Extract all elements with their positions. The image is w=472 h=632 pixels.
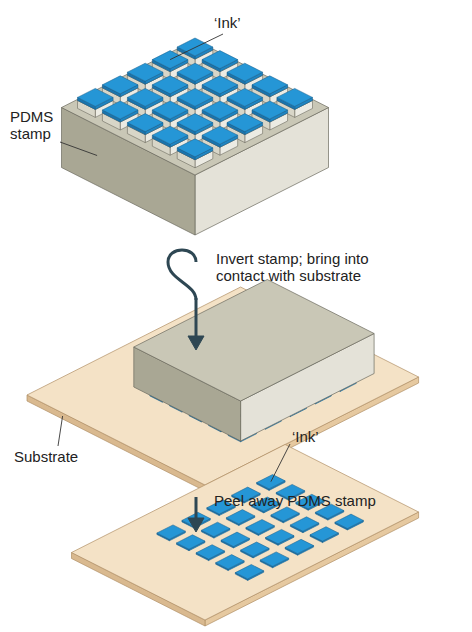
ink-pattern-top-face [290,517,319,531]
ink-pattern-top-face [257,475,286,489]
ink-layer-top-face [177,63,213,81]
ink-layer-top-face [277,88,313,106]
ink-layer-top-face [177,114,213,132]
arrow-shaft [195,298,198,338]
pdms-stamp-top-face [62,40,329,175]
leader-line [60,142,97,156]
ink-layer-top-face [202,101,238,119]
ink-pattern-top-face [266,529,295,543]
ink-layer-top-face [252,76,288,94]
leader-line [170,34,223,60]
ink-pattern-top-face [177,535,206,549]
ink-layer-top-face [152,76,188,94]
pdms-stamp-top-face [134,280,374,402]
printed-substrate [72,445,419,627]
ink-pattern-top-face [157,525,186,539]
leader-line [271,444,290,482]
ink-pattern-top-face [246,520,275,534]
ink-pattern-top-face [241,542,270,556]
ink-pattern-top-face [201,522,230,536]
ink-pattern-top-face [216,555,245,569]
ink-pattern-top-face [285,539,314,553]
ink-label: ‘Ink’ [292,428,352,445]
arrow-shaft [195,497,198,520]
ink-label: ‘Ink’ [214,14,274,31]
pdms-stamp-right-face [195,108,329,236]
ink-layer-top-face [227,114,263,132]
ink-pattern-top-face [335,514,364,528]
ink-pattern-top-face [310,527,339,541]
part-label: Substrate [14,448,104,465]
ink-pattern-top-face [221,532,250,546]
substrate-plate-top-face [72,445,419,621]
leader-line [58,416,63,446]
invert-loop [168,250,196,300]
ink-layer-top-face [152,126,188,144]
ink-layer-top-face [202,126,238,144]
ink-layer-top-face [102,101,138,119]
part-label: PDMS stamp [10,108,58,142]
ink-layer-top-face [127,88,163,106]
pdms-stamp-left-face [62,108,196,236]
stamp-on-substrate [27,280,419,492]
ink-layer-top-face [227,63,263,81]
ink-layer-top-face [202,76,238,94]
ink-pattern-top-face [226,510,254,524]
ink-layer-top-face [127,114,163,132]
ink-pattern-top-face [260,552,289,566]
ink-pattern-top-face [235,565,263,579]
process-arrows [168,250,204,532]
ink-layer-top-face [152,101,188,119]
ink-layer-top-face [102,76,138,94]
inked-stamp [62,38,329,235]
ink-pattern-top-face [271,507,299,521]
ink-layer-top-face [227,88,263,106]
ink-layer-top-face [177,88,213,106]
arrow-head [188,518,204,532]
step-label: Invert stamp; bring into contact with su… [216,250,406,284]
ink-layer-top-face [202,51,238,69]
step-label: Peel away PDMS stamp [214,492,414,509]
ink-layer-top-face [252,101,288,119]
ink-pattern-top-face [196,545,225,559]
ink-layer-top-face [177,139,213,157]
ink-layer-top-face [78,88,114,106]
ink-layer-top-face [127,63,163,81]
arrow-head [188,336,204,350]
